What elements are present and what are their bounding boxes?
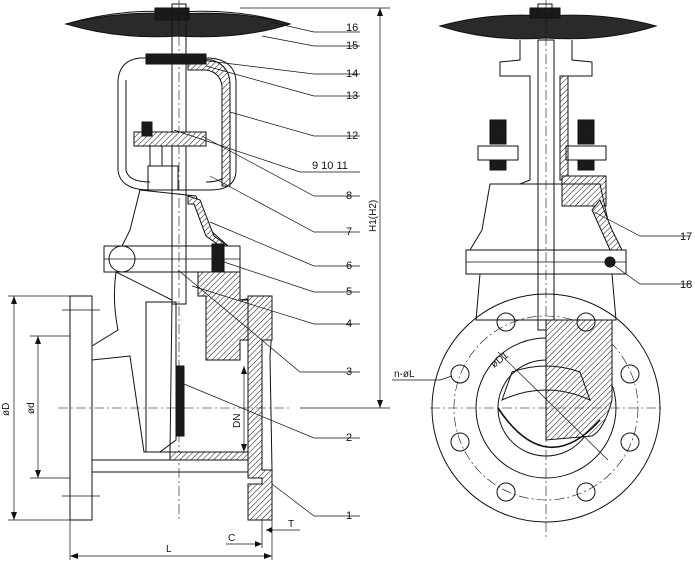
front-dimensions: øD ød DN L C T H1(H2) <box>1 7 390 560</box>
dim-inner-diameter: ød <box>26 402 37 414</box>
handwheel <box>64 7 292 38</box>
left-flange <box>69 295 93 521</box>
callout-13: 13 <box>346 90 358 102</box>
valve-body <box>91 271 173 453</box>
side-dimensions: n-øL øD1 17 18 <box>392 211 692 461</box>
front-section-view <box>58 0 292 521</box>
dim-t: T <box>288 519 294 530</box>
dim-bolt-circle: øD1 <box>489 350 511 371</box>
dim-nominal: DN <box>232 414 243 428</box>
wedge <box>145 301 177 453</box>
side-view <box>430 0 662 540</box>
callout-1: 1 <box>346 510 352 522</box>
dim-length: L <box>166 544 172 555</box>
callout-leaders <box>173 21 360 517</box>
callout-4: 4 <box>346 318 352 330</box>
callout-14: 14 <box>346 68 358 80</box>
callout-18: 18 <box>680 279 692 291</box>
callout-6: 6 <box>346 260 352 272</box>
dim-bolt-holes: n-øL <box>394 369 415 380</box>
dim-outer-diameter: øD <box>1 403 12 416</box>
callout-15: 15 <box>346 40 358 52</box>
dim-c: C <box>228 533 235 544</box>
callout-labels: 16 15 14 13 12 9 10 11 8 7 6 5 4 3 2 1 <box>312 22 358 522</box>
callout-16: 16 <box>346 22 358 34</box>
callout-3: 3 <box>346 366 352 378</box>
callout-9-10-11: 9 10 11 <box>312 160 348 172</box>
callout-2: 2 <box>346 432 352 444</box>
yoke <box>117 57 237 191</box>
callout-12: 12 <box>346 130 358 142</box>
callout-8: 8 <box>346 190 352 202</box>
callout-5: 5 <box>346 286 352 298</box>
callout-17: 17 <box>680 231 692 243</box>
callout-7: 7 <box>346 226 352 238</box>
dim-height: H1(H2) <box>368 200 379 232</box>
